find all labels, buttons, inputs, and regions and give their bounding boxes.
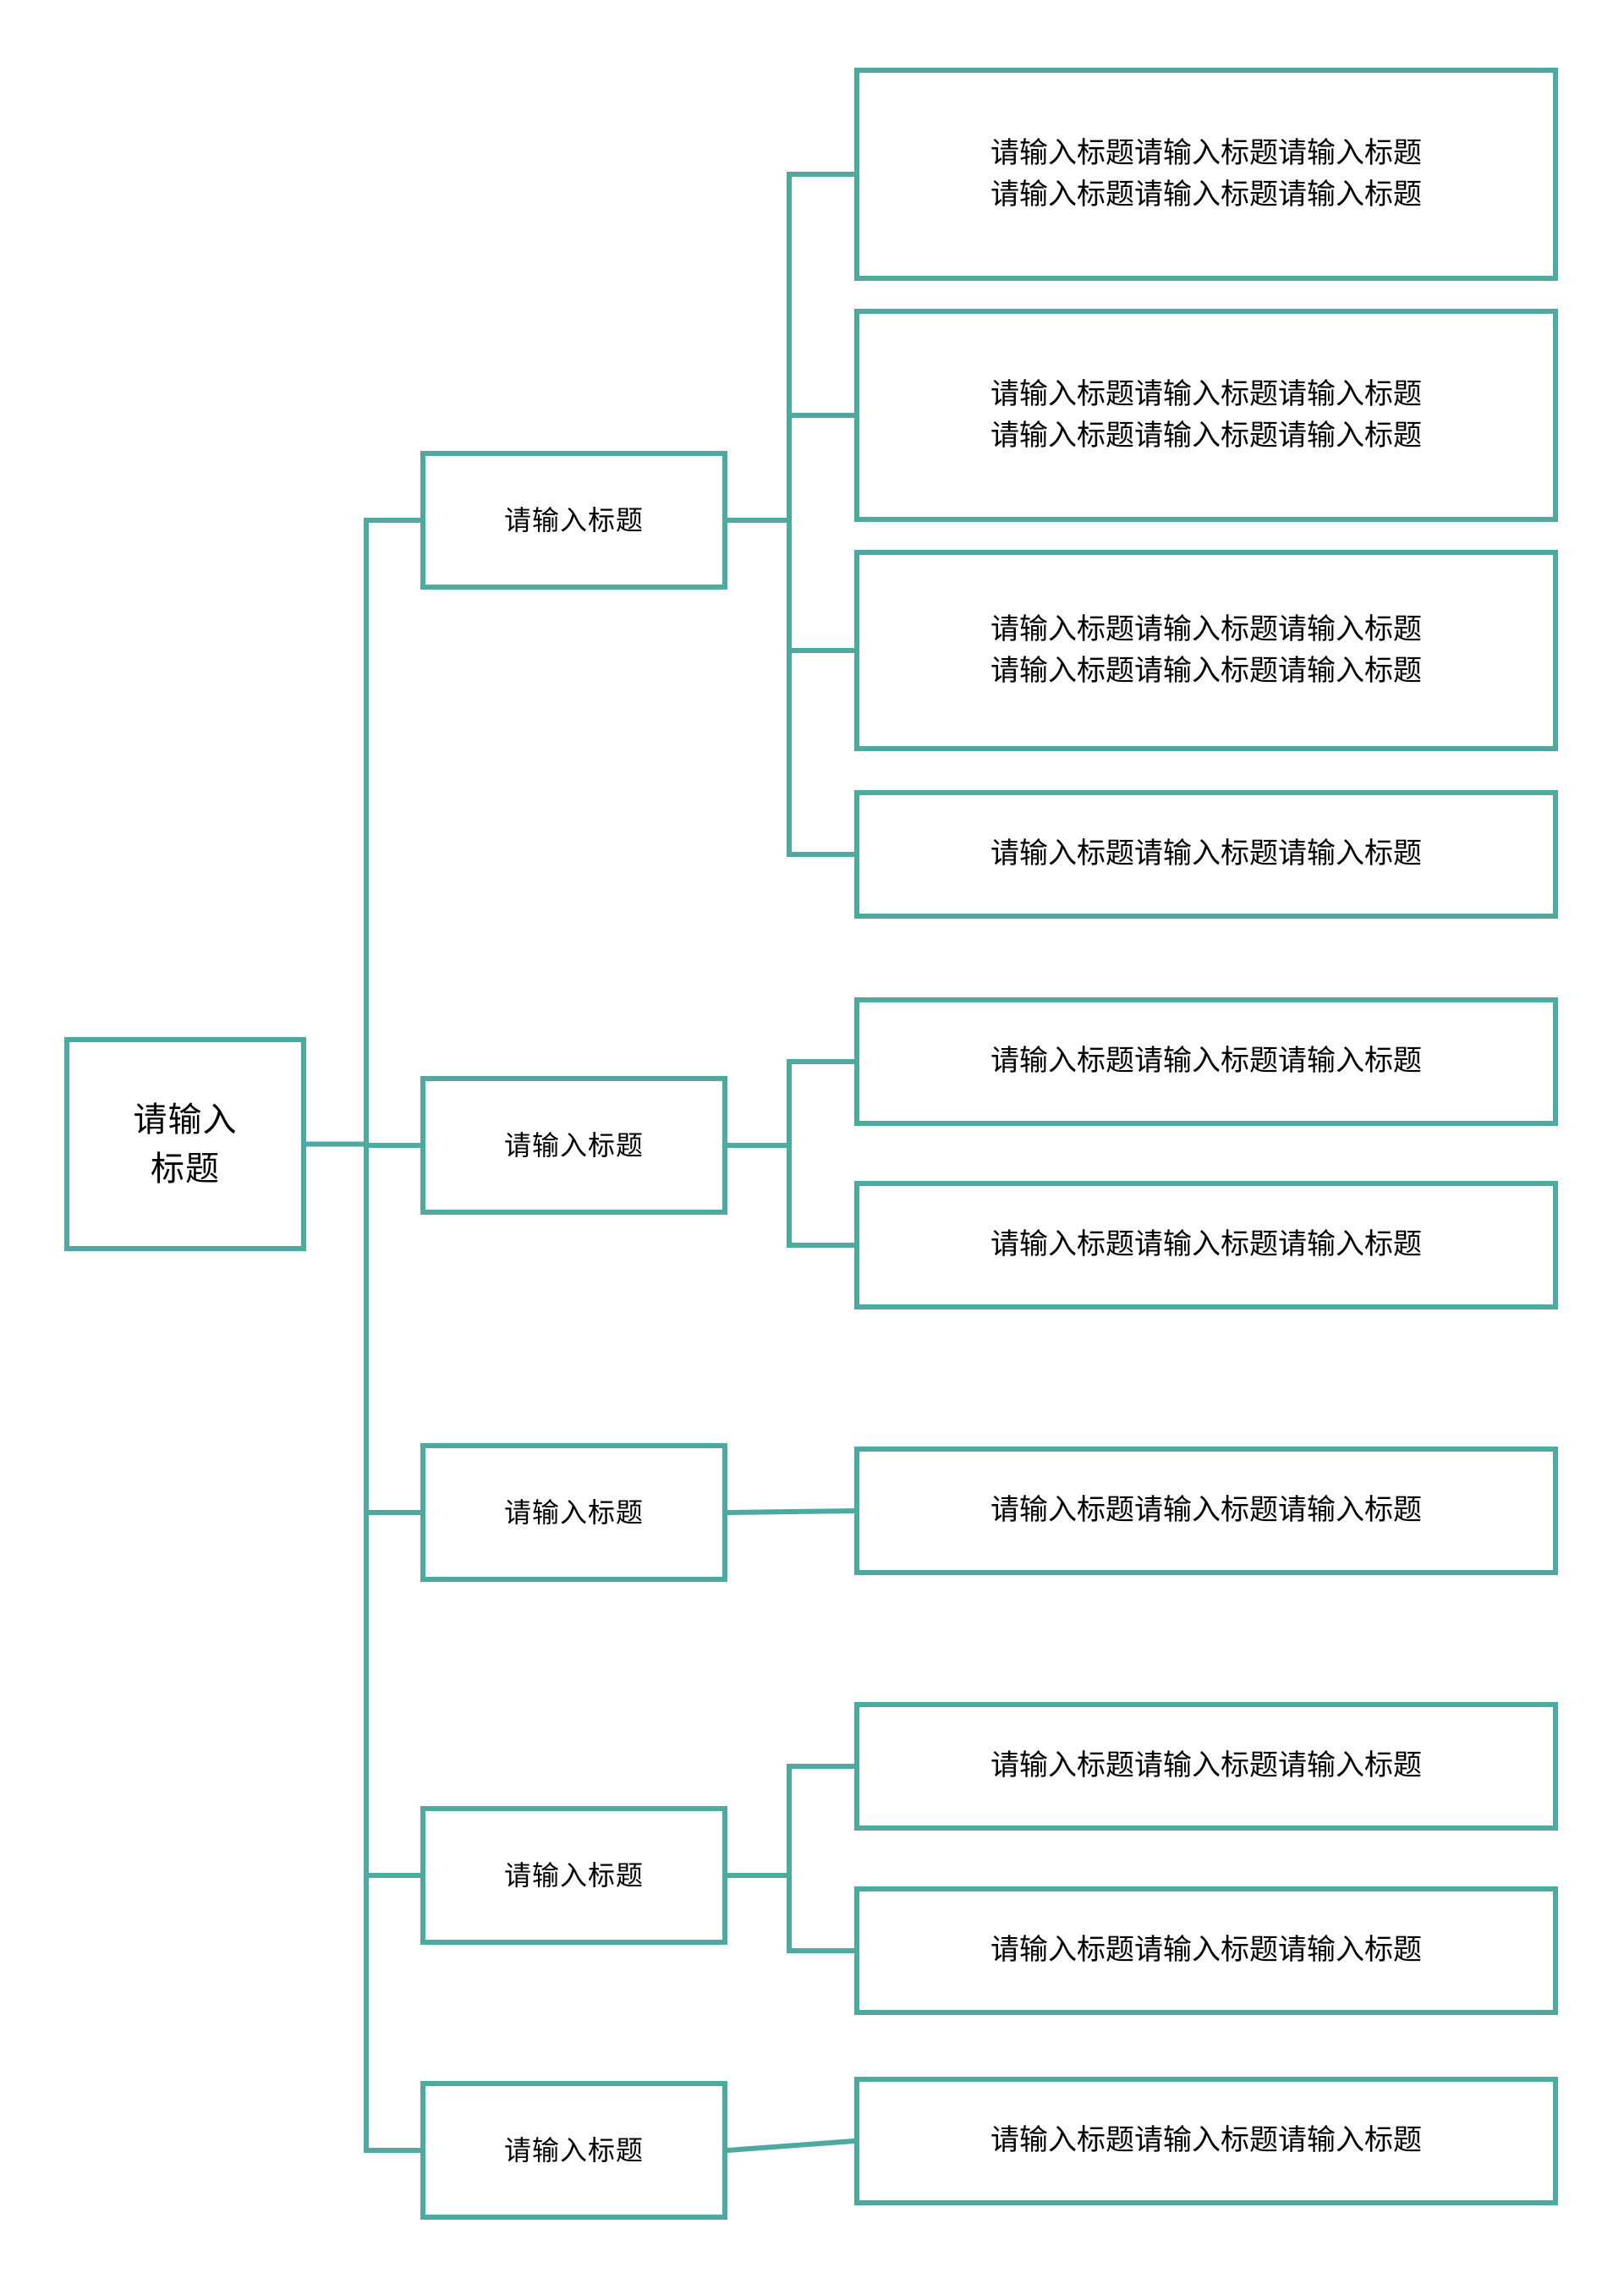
leaf-node-5-1-label: 请输入标题请输入标题请输入标题 xyxy=(990,2125,1422,2157)
branch-node-3-label: 请输入标题 xyxy=(503,1496,644,1528)
leaf-node-2-2-label: 请输入标题请输入标题请输入标题 xyxy=(990,1229,1422,1261)
leaf-node-5-1[interactable]: 请输入标题请输入标题请输入标题 xyxy=(854,2077,1558,2205)
leaf-node-1-1-label: 请输入标题请输入标题请输入标题 请输入标题请输入标题请输入标题 xyxy=(990,137,1422,211)
branch-node-4[interactable]: 请输入标题 xyxy=(420,1806,727,1945)
leaf-node-4-2-label: 请输入标题请输入标题请输入标题 xyxy=(990,1935,1422,1967)
leaf-node-4-1-label: 请输入标题请输入标题请输入标题 xyxy=(990,1750,1422,1782)
leaf-node-1-1[interactable]: 请输入标题请输入标题请输入标题 请输入标题请输入标题请输入标题 xyxy=(854,68,1558,281)
leaf-node-1-3[interactable]: 请输入标题请输入标题请输入标题 请输入标题请输入标题请输入标题 xyxy=(854,550,1558,751)
branch-node-1[interactable]: 请输入标题 xyxy=(420,451,727,590)
leaf-node-1-3-label: 请输入标题请输入标题请输入标题 请输入标题请输入标题请输入标题 xyxy=(990,613,1422,687)
branch-node-2[interactable]: 请输入标题 xyxy=(420,1076,727,1215)
leaf-node-1-4-label: 请输入标题请输入标题请输入标题 xyxy=(990,838,1422,870)
leaf-node-2-1[interactable]: 请输入标题请输入标题请输入标题 xyxy=(854,997,1558,1126)
leaf-node-1-2-label: 请输入标题请输入标题请输入标题 请输入标题请输入标题请输入标题 xyxy=(990,378,1422,452)
leaf-node-4-2[interactable]: 请输入标题请输入标题请输入标题 xyxy=(854,1886,1558,2015)
root-node-label: 请输入 标题 xyxy=(133,1100,238,1188)
leaf-node-2-1-label: 请输入标题请输入标题请输入标题 xyxy=(990,1046,1422,1078)
branch-node-2-label: 请输入标题 xyxy=(503,1129,644,1161)
leaf-node-1-4[interactable]: 请输入标题请输入标题请输入标题 xyxy=(854,790,1558,919)
branch-node-5-label: 请输入标题 xyxy=(503,2134,644,2166)
branch-node-4-label: 请输入标题 xyxy=(503,1859,644,1891)
leaf-node-2-2[interactable]: 请输入标题请输入标题请输入标题 xyxy=(854,1181,1558,1309)
leaf-node-1-2[interactable]: 请输入标题请输入标题请输入标题 请输入标题请输入标题请输入标题 xyxy=(854,309,1558,522)
leaf-node-4-1[interactable]: 请输入标题请输入标题请输入标题 xyxy=(854,1702,1558,1831)
branch-node-5[interactable]: 请输入标题 xyxy=(420,2081,727,2220)
branch-node-1-label: 请输入标题 xyxy=(503,504,644,535)
leaf-node-3-1[interactable]: 请输入标题请输入标题请输入标题 xyxy=(854,1447,1558,1575)
root-node[interactable]: 请输入 标题 xyxy=(64,1037,306,1251)
branch-node-3[interactable]: 请输入标题 xyxy=(420,1443,727,1582)
leaf-node-3-1-label: 请输入标题请输入标题请输入标题 xyxy=(990,1495,1422,1527)
